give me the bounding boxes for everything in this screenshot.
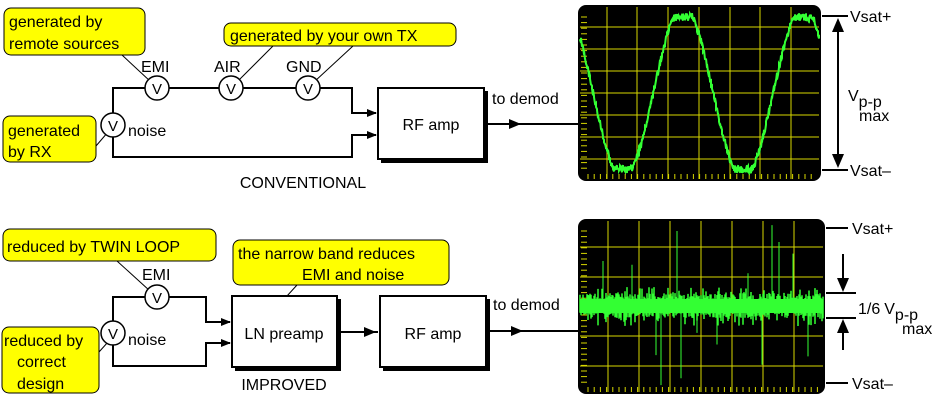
arrow-icon — [511, 326, 523, 336]
voltmeter-icon — [100, 112, 126, 138]
voltmeter-icon — [144, 284, 170, 310]
output-label: to demod — [492, 91, 559, 108]
callout-text: reduced by TWIN LOOP — [7, 239, 180, 256]
callout-leader — [313, 45, 354, 83]
meter-symbol: V — [226, 81, 236, 98]
output-to-demod: to demod — [487, 91, 578, 129]
callout-rx: generated by RX — [2, 115, 109, 163]
callout-line-1: generated — [8, 123, 80, 140]
meter-symbol: V — [152, 290, 162, 307]
callout-line-1: generated by — [9, 14, 102, 31]
output-to-demod: to demod — [489, 297, 578, 336]
callout-line-2: EMI and noise — [302, 267, 404, 284]
block-body — [377, 87, 485, 160]
callout-own-tx: generated by your own TX — [223, 22, 457, 83]
upper-wire — [112, 87, 377, 125]
vsat-annotation-top: Vsat+ Vsat– Vp-p max — [822, 9, 891, 180]
callout-leader — [116, 260, 151, 292]
voltmeter-icon — [218, 75, 244, 101]
callout-text: generated by your own TX — [230, 28, 418, 45]
vsat-minus-label: Vsat– — [850, 163, 891, 180]
conventional-wiring — [112, 87, 377, 158]
callout-twin-loop: reduced by TWIN LOOP — [2, 228, 217, 292]
section-title: CONVENTIONAL — [240, 175, 366, 192]
callout-line-2: remote sources — [9, 36, 119, 53]
meter-noise: V noise — [100, 112, 166, 140]
block-label: RF amp — [405, 326, 462, 343]
output-label: to demod — [493, 297, 560, 314]
callout-leader — [286, 284, 298, 297]
block-body — [379, 295, 487, 368]
arrow-icon — [509, 119, 521, 129]
voltmeter-icon — [100, 320, 126, 346]
section-title: IMPROVED — [241, 377, 326, 394]
vpp-max-label: max — [902, 321, 932, 338]
callout-line-2: by RX — [8, 144, 52, 161]
callout-box — [3, 7, 146, 56]
callout-box — [2, 115, 97, 163]
callout-leader — [236, 45, 274, 83]
meter-emi: EMI V — [142, 267, 170, 310]
meter-label: EMI — [141, 59, 169, 76]
upper-wire — [112, 296, 231, 333]
meter-label: EMI — [142, 267, 170, 284]
lower-wire — [112, 333, 231, 367]
meter-symbol: V — [108, 326, 118, 343]
ln-preamp-block: LN preamp — [231, 295, 341, 371]
arrow-icon — [364, 327, 376, 337]
meter-emi: EMI V — [141, 59, 170, 101]
arrow-down-icon — [837, 278, 849, 292]
callout-box — [2, 228, 217, 262]
meter-symbol: V — [303, 81, 313, 98]
arrow-up-icon — [832, 18, 844, 32]
callout-box — [1, 326, 100, 394]
meter-label: noise — [128, 332, 166, 349]
block-label: LN preamp — [244, 326, 323, 343]
callout-leader — [121, 54, 152, 83]
arrow-up-icon — [837, 319, 849, 333]
callout-correct-design: reduced by correct design — [1, 326, 109, 394]
callout-remote-sources: generated by remote sources — [3, 7, 152, 83]
meter-symbol: V — [152, 81, 162, 98]
signal-trace — [579, 10, 820, 176]
rf-amp-block: RF amp — [377, 87, 488, 163]
meter-label: GND — [286, 59, 322, 76]
vsat-minus-label: Vsat– — [852, 376, 893, 393]
improved-wiring — [112, 296, 231, 367]
conventional-section: generated by remote sources generated by… — [2, 5, 891, 192]
vpp-label: Vp-p — [848, 88, 882, 111]
meter-air: AIR V — [214, 59, 244, 101]
noise-band-trace — [579, 287, 824, 326]
vpp-max-label: max — [859, 108, 889, 125]
callout-line-1: reduced by — [4, 333, 83, 350]
callout-line-3: design — [17, 376, 64, 393]
callout-line-2: correct — [17, 354, 66, 371]
block-body — [231, 295, 338, 368]
meter-noise: V noise — [100, 320, 166, 349]
callout-narrow-band: the narrow band reduces EMI and noise — [232, 239, 450, 297]
callout-box — [232, 239, 450, 286]
scope-grid — [580, 221, 823, 392]
oscilloscope-improved — [578, 219, 825, 394]
voltmeter-icon — [295, 75, 321, 101]
arrow-down-icon — [832, 154, 844, 168]
oscilloscope-conventional — [578, 5, 821, 181]
vsat-plus-label: Vsat+ — [852, 221, 893, 238]
meter-label: AIR — [214, 59, 241, 76]
lower-wire — [112, 125, 377, 158]
improved-section: reduced by TWIN LOOP the narrow band red… — [1, 219, 932, 394]
voltmeter-icon — [144, 75, 170, 101]
callout-line-1: the narrow band reduces — [238, 246, 415, 263]
vsat-plus-label: Vsat+ — [850, 9, 891, 26]
meter-gnd: GND V — [286, 59, 322, 101]
callout-box — [223, 22, 457, 47]
meter-symbol: V — [108, 118, 118, 135]
block-label: RF amp — [403, 117, 460, 134]
rf-amp-block: RF amp — [379, 295, 490, 371]
meter-label: noise — [128, 123, 166, 140]
